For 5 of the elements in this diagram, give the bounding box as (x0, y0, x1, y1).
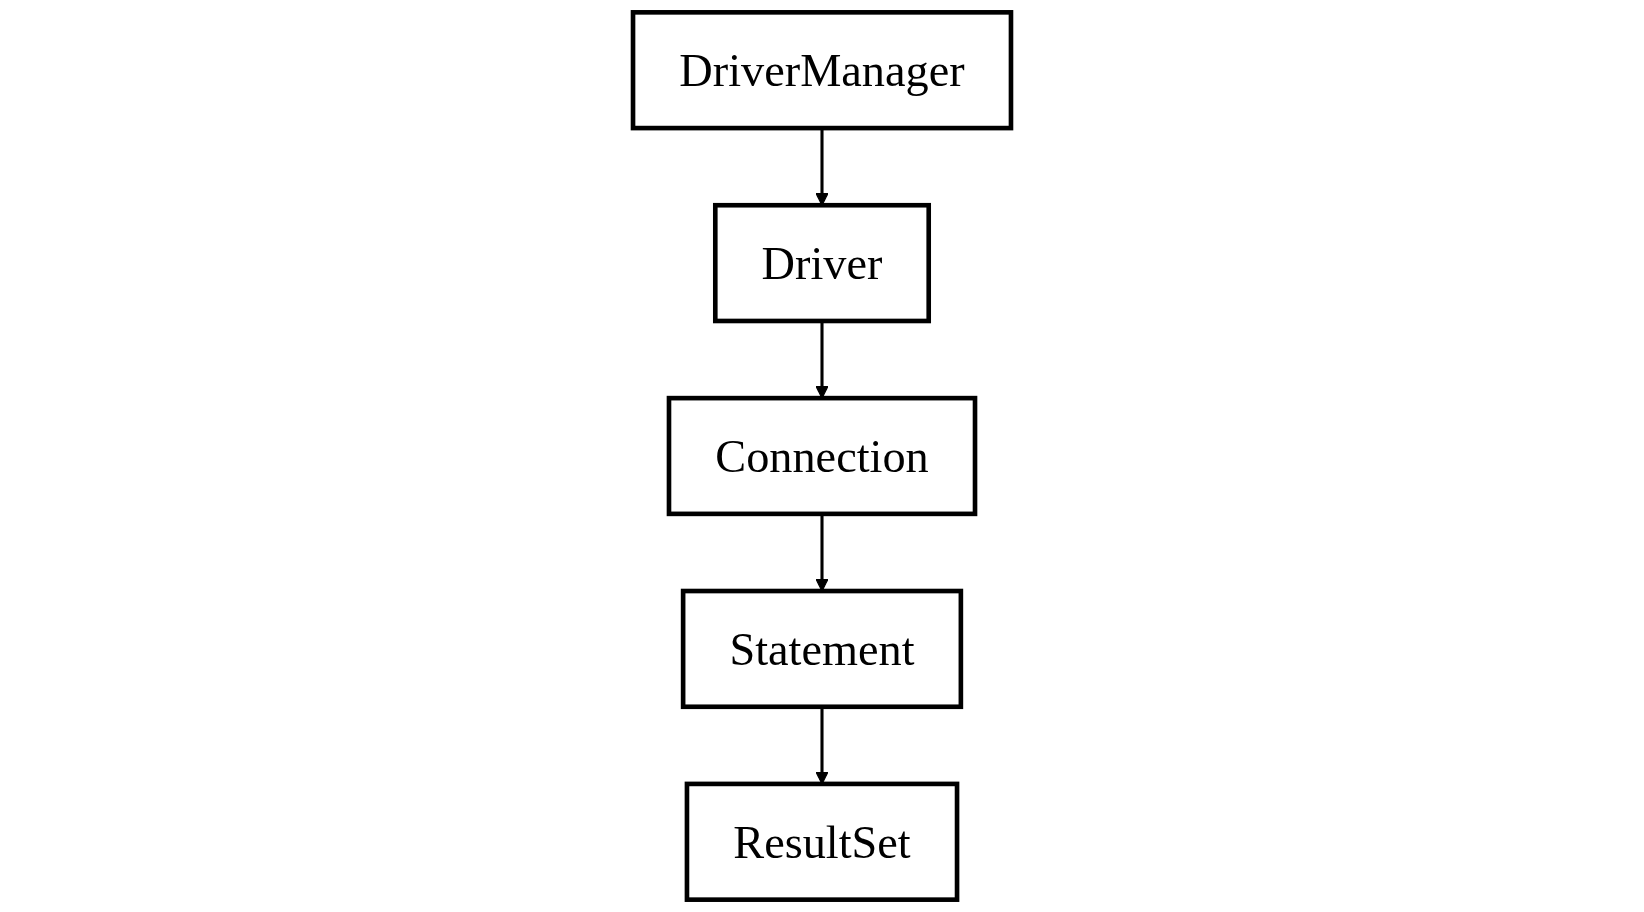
node-box (712, 202, 932, 324)
node-box (684, 781, 960, 902)
node-box (666, 395, 978, 517)
node-box (680, 588, 964, 710)
node-box (630, 10, 1014, 131)
